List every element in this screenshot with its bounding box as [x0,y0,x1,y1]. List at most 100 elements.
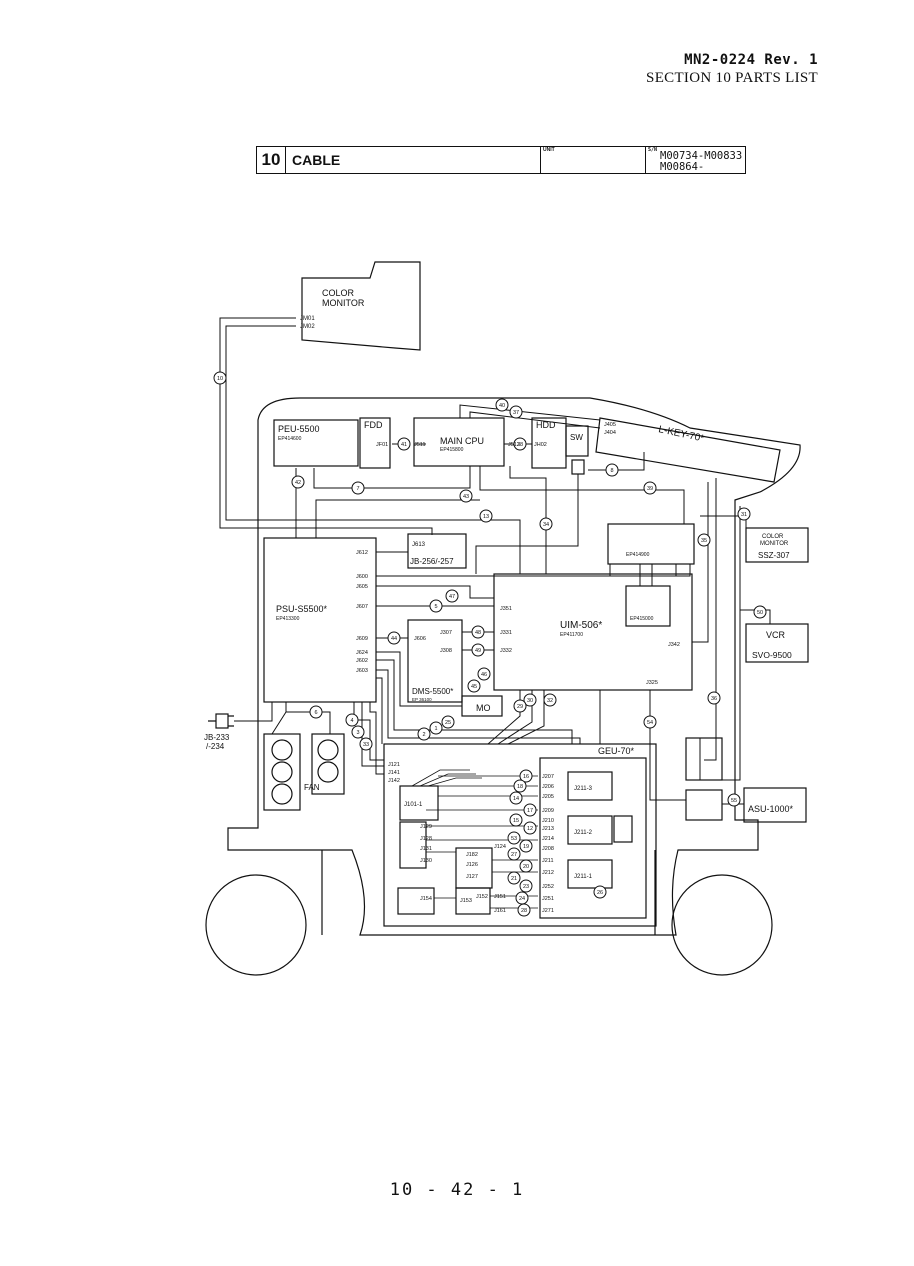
svg-text:JF01: JF01 [376,442,388,448]
page-number: 10 - 42 - 1 [389,1180,525,1200]
section-title: SECTION 10 PARTS LIST [646,70,818,86]
svg-text:J154: J154 [420,896,432,902]
svg-text:EP415000: EP415000 [630,616,654,622]
svg-text:J511: J511 [414,442,426,448]
svg-text:33: 33 [363,742,369,748]
svg-text:J182: J182 [466,852,478,858]
svg-text:6: 6 [314,710,317,716]
svg-text:J126: J126 [466,862,478,868]
svg-text:J351: J351 [500,606,512,612]
fdd-box [359,417,391,469]
svg-text:J153: J153 [460,898,472,904]
svg-text:EP415800: EP415800 [440,447,464,453]
svg-text:34: 34 [543,522,549,528]
svg-text:13: 13 [483,514,489,520]
svg-text:15: 15 [513,818,519,824]
svg-text:J512: J512 [508,442,520,448]
unit-label: UNIT [543,147,555,153]
svg-text:19: 19 [523,844,529,850]
svg-text:J332: J332 [500,648,512,654]
svg-text:54: 54 [647,720,653,726]
svg-text:3: 3 [356,730,359,736]
serial-range-2: M00864- [660,161,705,173]
svg-text:37: 37 [513,410,519,416]
svg-text:35: 35 [701,538,707,544]
svg-text:J606: J606 [414,636,426,642]
main-cpu-label: MAIN CPU [440,436,484,446]
fdd-label: FDD [364,420,383,430]
left-wheel [205,874,307,976]
svg-text:JM01: JM01 [300,316,315,322]
svg-text:EP413300: EP413300 [276,616,300,622]
hdd-label: HDD [536,420,556,430]
geu-label: GEU-70* [598,746,635,756]
svg-text:J609: J609 [356,636,368,642]
svg-text:16: 16 [523,774,529,780]
svg-text:J124: J124 [494,844,506,850]
svg-text:21: 21 [511,876,517,882]
serial-range-1: M00734-M00833 [660,150,743,162]
svg-text:J130: J130 [420,858,432,864]
svg-text:36: 36 [711,696,717,702]
svg-text:J129: J129 [420,824,432,830]
svg-text:J271: J271 [542,908,554,914]
asu-1000-box [743,787,807,823]
svg-text:J624: J624 [356,650,368,656]
svg-text:50: 50 [757,610,763,616]
svg-text:J602: J602 [356,658,368,664]
svg-text:48: 48 [475,630,481,636]
svg-text:EP414600: EP414600 [278,436,302,442]
svg-text:39: 39 [647,486,653,492]
svg-text:J205: J205 [542,794,554,800]
svg-text:25: 25 [445,720,451,726]
ssz-label: SSZ-307 [758,551,790,560]
jb-256-box [407,533,467,569]
svg-text:J121: J121 [388,762,400,768]
vcr-box [745,623,809,663]
svg-text:7: 7 [356,486,359,492]
jb-256-label: JB-256/-257 [410,557,454,566]
svg-text:18: 18 [517,784,523,790]
svg-text:40: 40 [499,403,505,409]
svg-text:J161: J161 [494,908,506,914]
l-key-label: L-KEY-70* [657,424,705,444]
svg-text:J612: J612 [356,550,368,556]
svg-text:J211: J211 [542,858,554,864]
svg-text:1: 1 [434,726,437,732]
svg-text:20: 20 [523,864,529,870]
svg-text:26: 26 [597,890,603,896]
svg-text:32: 32 [547,698,553,704]
svg-text:EP 36100: EP 36100 [412,697,432,702]
svg-text:42: 42 [295,480,301,486]
svg-text:EP411700: EP411700 [560,632,583,638]
svg-text:2: 2 [422,732,425,738]
svg-text:8: 8 [610,468,613,474]
svg-text:47: 47 [449,594,455,600]
document-number: MN2-0224 Rev. 1 [684,52,818,68]
svg-text:J141: J141 [388,770,400,776]
unit-cell: UNIT [541,147,646,173]
svg-text:J600: J600 [356,574,368,580]
ep414900-label: EP414900 [626,552,650,558]
svg-text:JH02: JH02 [534,442,547,448]
jb-251-box [685,789,723,821]
svg-text:44: 44 [391,636,397,642]
svg-text:4: 4 [350,718,353,724]
dms-5500-box [407,619,463,703]
sn-label: S/N [648,147,658,153]
uim-506-box [493,573,693,691]
svg-text:MONITOR: MONITOR [760,541,789,547]
geu-70-box [383,743,657,927]
asu-label: ASU-1000* [748,804,794,814]
svg-text:J209: J209 [542,808,554,814]
svg-text:J211-3: J211-3 [574,786,593,792]
svg-text:J207: J207 [542,774,554,780]
svg-text:53: 53 [511,836,517,842]
color-monitor-top-label: COLOR [322,288,355,298]
svg-text:J603: J603 [356,668,368,674]
sw-label: SW [570,433,583,442]
jb-233-label: JB-233 [204,733,230,742]
psu-s5500-box [263,537,377,703]
main-cpu-box [413,417,505,467]
